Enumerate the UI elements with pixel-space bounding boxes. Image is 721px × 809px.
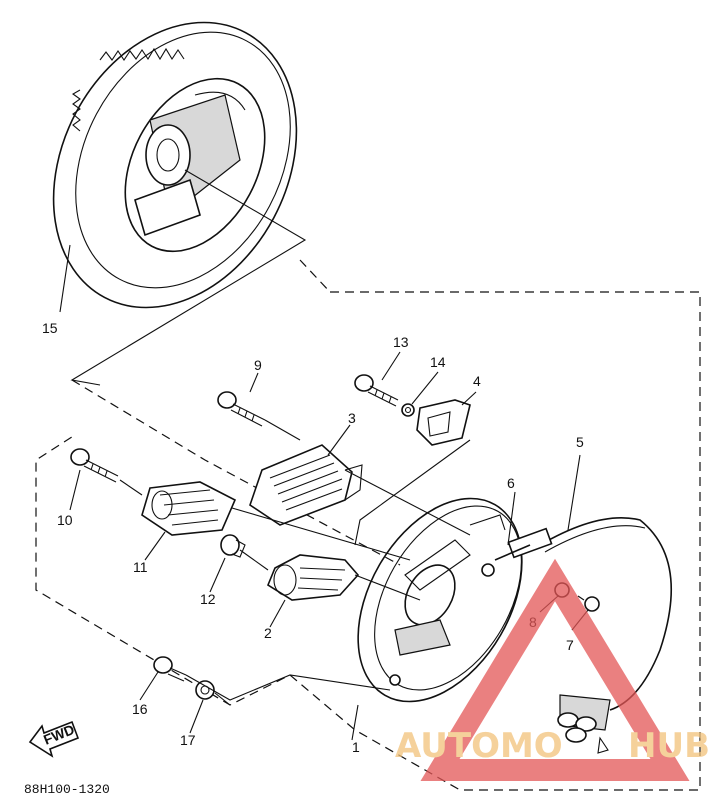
leader-lines bbox=[69, 351, 589, 741]
lead-wire-5 bbox=[494, 517, 673, 754]
flywheel-rotor-15 bbox=[52, 21, 298, 309]
callout-5: 5 bbox=[576, 434, 584, 450]
callout-11: 11 bbox=[133, 559, 148, 575]
part-4 bbox=[416, 399, 471, 446]
callout-3: 3 bbox=[348, 410, 356, 426]
callout-17: 17 bbox=[180, 732, 196, 748]
callout-14: 14 bbox=[430, 354, 446, 370]
screw-7 bbox=[577, 595, 600, 612]
part-3 bbox=[249, 444, 363, 526]
callout-6: 6 bbox=[507, 475, 515, 491]
watermark-text-automo: AUTOMO bbox=[395, 726, 563, 766]
callout-labels: 1 2 3 4 5 6 7 8 9 10 11 12 13 14 15 16 1… bbox=[42, 320, 584, 755]
part-11 bbox=[141, 481, 237, 536]
collar-12 bbox=[220, 534, 246, 558]
callout-9: 9 bbox=[254, 357, 262, 373]
watermark-triangle bbox=[420, 558, 690, 781]
diagram-code: 88H100-1320 bbox=[24, 782, 110, 797]
stator-plate-1 bbox=[357, 497, 523, 703]
callout-16: 16 bbox=[132, 701, 148, 717]
callout-13: 13 bbox=[393, 334, 409, 350]
fwd-arrow-icon: FWD bbox=[28, 720, 80, 758]
callout-7: 7 bbox=[566, 637, 574, 653]
callout-15: 15 bbox=[42, 320, 58, 336]
screw-9 bbox=[217, 391, 266, 427]
callout-10: 10 bbox=[57, 512, 73, 528]
watermark-text-hub: HUB bbox=[628, 726, 710, 766]
callout-2: 2 bbox=[264, 625, 272, 641]
watermark-logo: AUTOMO HUB bbox=[395, 558, 710, 781]
part-2 bbox=[267, 554, 360, 601]
callout-12: 12 bbox=[200, 591, 216, 607]
assembly-boundary bbox=[35, 259, 701, 791]
washer-17 bbox=[195, 680, 215, 700]
callout-4: 4 bbox=[473, 373, 481, 389]
screw-13 bbox=[354, 374, 399, 407]
screw-16 bbox=[153, 656, 187, 682]
screw-10 bbox=[70, 448, 119, 483]
callout-1: 1 bbox=[352, 739, 360, 755]
washer-14 bbox=[401, 403, 415, 417]
